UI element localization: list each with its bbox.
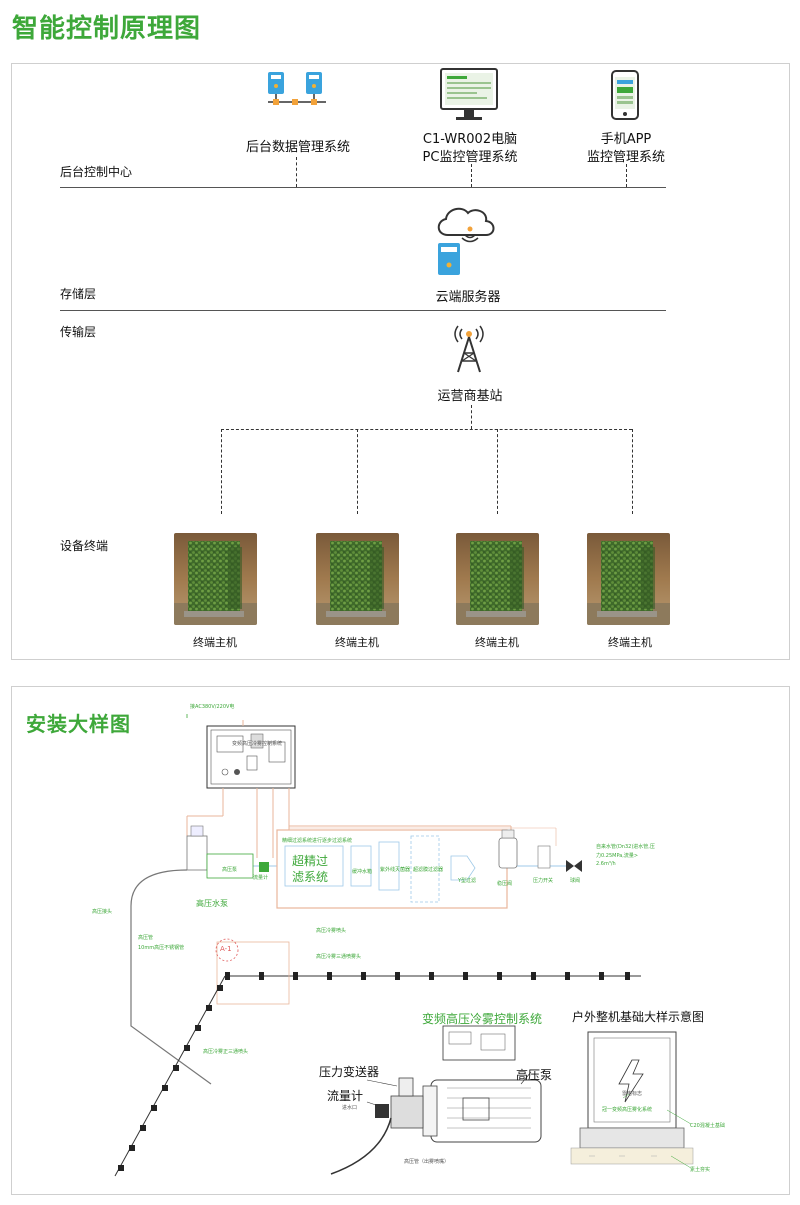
control-box-note: 变频高压冷雾控制系统 <box>232 741 283 747</box>
cabinet-note: 冠一变频高压雾化系统 <box>602 1107 653 1113</box>
signal-tower-icon <box>454 325 484 373</box>
ultrafilter-label: 超滤膜过滤器 <box>413 867 444 873</box>
nozzle-h-3 <box>293 972 298 980</box>
node-data-mgmt-label: 后台数据管理系统 <box>245 140 350 155</box>
nozzle-label-3: 高压冷雾正三通喷头 <box>203 1049 249 1055</box>
nozzle-label-2: 高压冷雾三通喷雾头 <box>316 954 362 960</box>
flow-small-label: 流量计 <box>253 875 269 881</box>
joint-label: 高压接头 <box>92 909 113 915</box>
nozzle-h-12 <box>599 972 604 980</box>
power-note: 接AC380V/220V电 <box>190 704 235 710</box>
a1-tag: A-1 <box>220 945 232 953</box>
connector-app <box>626 164 627 187</box>
server-network-icon <box>268 72 326 105</box>
nozzle-d-6 <box>162 1085 168 1091</box>
layer-label-backend: 后台控制中心 <box>60 165 133 179</box>
nozzle-h-7 <box>429 972 434 980</box>
drop-terminal-4 <box>632 429 633 514</box>
soil-label: 素土夯实 <box>690 1167 711 1173</box>
node-app-line2: 监控管理系统 <box>586 150 665 165</box>
cloud-server-icon <box>437 207 495 275</box>
nozzle-row <box>225 972 630 980</box>
nozzle-h-10 <box>531 972 536 980</box>
lightning-sign-label: 雷电标志 <box>622 1091 643 1097</box>
terminal-image-4 <box>587 533 670 625</box>
nozzle-h-6 <box>395 972 400 980</box>
valve-label: 球阀 <box>570 878 581 884</box>
backend-divider <box>60 187 666 188</box>
pipe-label-1: 高压管 <box>138 935 154 941</box>
nozzle-h-13 <box>625 972 630 980</box>
nozzle-d-8 <box>140 1125 146 1131</box>
hp-water-pump-label: 高压水泵 <box>196 899 228 908</box>
water-inlet-line3: 2.6m³/h <box>596 861 616 867</box>
nozzle-h-8 <box>463 972 468 980</box>
regulator-label: 稳压阀 <box>497 881 513 887</box>
desktop-monitor-icon <box>440 68 498 120</box>
nozzle-d-1 <box>217 985 223 991</box>
smartphone-icon <box>611 70 639 120</box>
drop-terminal-1 <box>221 429 222 514</box>
cabinet-detail-title: 户外整机基础大样示意图 <box>572 1010 705 1024</box>
strainer-label: Y型过滤 <box>458 878 477 884</box>
nozzle-h-1 <box>225 972 230 980</box>
nozzle-h-5 <box>361 972 366 980</box>
terminal-image-2 <box>316 533 399 625</box>
node-pc-line2: PC监控管理系统 <box>422 150 518 165</box>
terminal-image-1 <box>174 533 257 625</box>
node-cloud-label: 云端服务器 <box>435 290 501 305</box>
layer-label-terminal: 设备终端 <box>60 539 109 553</box>
inlet-label: 进水口 <box>342 1105 358 1111</box>
nozzle-d-2 <box>206 1005 212 1011</box>
section1-title: 智能控制原理图 <box>12 14 202 44</box>
terminal-image-3 <box>456 533 539 625</box>
drop-terminal-3 <box>497 429 498 514</box>
filter-note: 精细过滤系统进行逐步过滤系统 <box>282 838 353 844</box>
pressure-sensor-label: 压力变送器 <box>319 1065 380 1079</box>
drop-terminal-2 <box>357 429 358 514</box>
nozzle-d-10 <box>118 1165 124 1171</box>
nozzle-diagonal <box>118 985 223 1171</box>
hose-label: 高压管（出雾喷嘴） <box>404 1159 450 1165</box>
water-inlet-line2: 力0.25MPa,流量> <box>596 853 639 859</box>
nozzle-h-2 <box>259 972 264 980</box>
connector-pc <box>471 164 472 187</box>
layer-label-storage: 存储层 <box>60 287 97 301</box>
layer-label-transport: 传输层 <box>60 325 97 339</box>
water-inlet-line1: 自来水管(Dn32)进水管,压 <box>596 844 655 850</box>
nozzle-d-5 <box>173 1065 179 1071</box>
node-tower-label: 运营商基站 <box>437 389 503 404</box>
terminal-label-2: 终端主机 <box>335 636 379 649</box>
filter-system-line1: 超精过 <box>292 854 329 868</box>
terminal-label-3: 终端主机 <box>475 636 519 649</box>
nozzle-h-4 <box>327 972 332 980</box>
nozzle-h-9 <box>497 972 502 980</box>
storage-divider <box>60 310 666 311</box>
node-pc-line1: C1-WR002电脑 <box>422 132 518 147</box>
nozzle-d-9 <box>129 1145 135 1151</box>
foundation-label: C20混凝土基础 <box>690 1123 725 1129</box>
pressure-switch-label: 压力开关 <box>533 878 554 884</box>
flow-meter-label: 流量计 <box>327 1089 364 1103</box>
distribution-bus <box>221 429 632 430</box>
pipe-label-2: 10mm高压不锈钢管 <box>138 945 185 951</box>
hp-pump-label: 高压泵 <box>516 1068 553 1082</box>
uv-label: 紫外线灭菌器 <box>380 867 411 873</box>
filter-system-line2: 滤系统 <box>292 870 329 884</box>
section2-title: 安装大样图 <box>26 712 131 736</box>
node-app-line1: 手机APP <box>600 132 652 147</box>
tank-label: 高压泵 <box>222 867 238 873</box>
nozzle-d-7 <box>151 1105 157 1111</box>
terminal-label-1: 终端主机 <box>193 636 237 649</box>
connector-data-mgmt <box>296 157 297 187</box>
tower-drop <box>471 405 472 429</box>
vfd-system-title: 变频高压冷雾控制系统 <box>422 1012 543 1026</box>
install-drawing <box>114 714 694 1177</box>
nozzle-h-11 <box>565 972 570 980</box>
nozzle-d-3 <box>195 1025 201 1031</box>
nozzle-d-4 <box>184 1045 190 1051</box>
terminal-label-4: 终端主机 <box>608 636 652 649</box>
nozzle-label-1: 高压冷雾喷头 <box>316 928 347 934</box>
buffer-tank-label: 缓冲水箱 <box>352 869 373 875</box>
